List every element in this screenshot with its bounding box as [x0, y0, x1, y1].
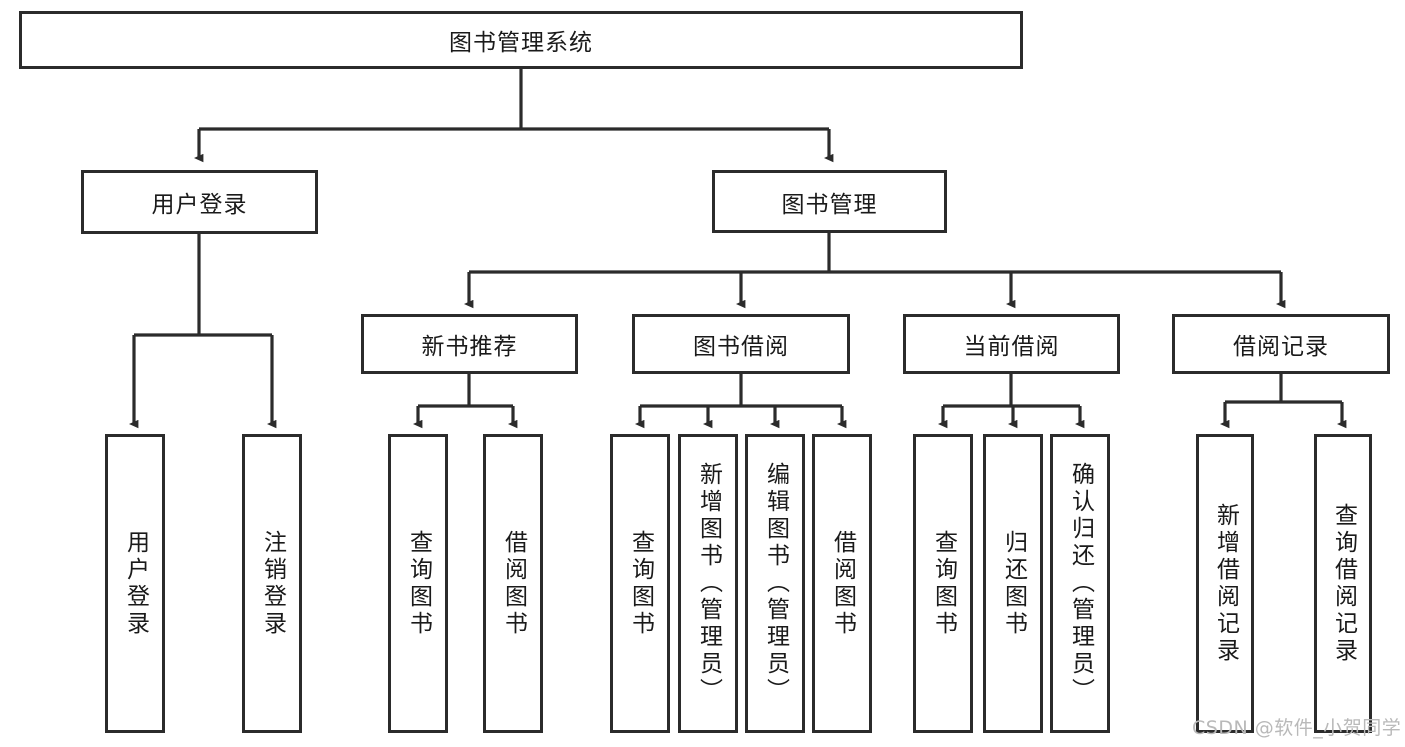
- csdn-watermark: CSDN @软件_小贺同学: [1192, 713, 1401, 740]
- leaf-borrow-edit-book-admin[interactable]: 编辑图书（管理员）: [745, 434, 805, 733]
- node-label: 查询图书: [405, 529, 432, 638]
- node-label: 新增图书（管理员）: [695, 462, 722, 705]
- leaf-current-query-book[interactable]: 查询图书: [913, 434, 973, 733]
- node-new-book-recommend[interactable]: 新书推荐: [361, 314, 578, 374]
- node-label: 注销登录: [259, 529, 286, 638]
- node-root-system[interactable]: 图书管理系统: [19, 11, 1023, 69]
- node-borrow-record[interactable]: 借阅记录: [1172, 314, 1390, 374]
- node-book-management[interactable]: 图书管理: [712, 170, 947, 233]
- node-label: 查询图书: [627, 529, 654, 638]
- leaf-record-add-record[interactable]: 新增借阅记录: [1196, 434, 1254, 733]
- leaf-recommend-query-book[interactable]: 查询图书: [388, 434, 448, 733]
- node-label: 查询借阅记录: [1330, 502, 1357, 665]
- node-label: 图书管理: [781, 191, 878, 218]
- node-label: 图书借阅: [693, 334, 789, 360]
- leaf-recommend-borrow-book[interactable]: 借阅图书: [483, 434, 543, 733]
- leaf-current-return-book[interactable]: 归还图书: [983, 434, 1043, 733]
- node-label: 新增借阅记录: [1212, 502, 1239, 665]
- node-user-login[interactable]: 用户登录: [81, 170, 318, 234]
- leaf-user-login-signout[interactable]: 注销登录: [242, 434, 302, 733]
- leaf-record-query-record[interactable]: 查询借阅记录: [1314, 434, 1372, 733]
- node-label: 编辑图书（管理员）: [762, 462, 789, 705]
- node-label: 新书推荐: [421, 334, 518, 360]
- node-label: 当前借阅: [963, 334, 1060, 360]
- node-current-borrow[interactable]: 当前借阅: [903, 314, 1120, 374]
- node-label: 借阅图书: [829, 529, 856, 638]
- node-label: 用户登录: [151, 192, 248, 218]
- watermark-text: CSDN @软件_小贺同学: [1192, 717, 1402, 739]
- node-label: 查询图书: [930, 529, 957, 638]
- leaf-current-confirm-return-admin[interactable]: 确认归还（管理员）: [1050, 434, 1110, 733]
- node-label: 归还图书: [1000, 529, 1027, 638]
- node-label: 借阅图书: [500, 529, 527, 638]
- node-label: 图书管理系统: [449, 30, 593, 56]
- node-label: 确认归还（管理员）: [1067, 462, 1094, 705]
- leaf-borrow-add-book-admin[interactable]: 新增图书（管理员）: [678, 434, 738, 733]
- node-label: 用户登录: [122, 529, 149, 638]
- leaf-borrow-borrow-book[interactable]: 借阅图书: [812, 434, 872, 733]
- leaf-user-login-signin[interactable]: 用户登录: [105, 434, 165, 733]
- node-book-borrow[interactable]: 图书借阅: [632, 314, 850, 374]
- node-label: 借阅记录: [1233, 334, 1329, 360]
- leaf-borrow-query-book[interactable]: 查询图书: [610, 434, 670, 733]
